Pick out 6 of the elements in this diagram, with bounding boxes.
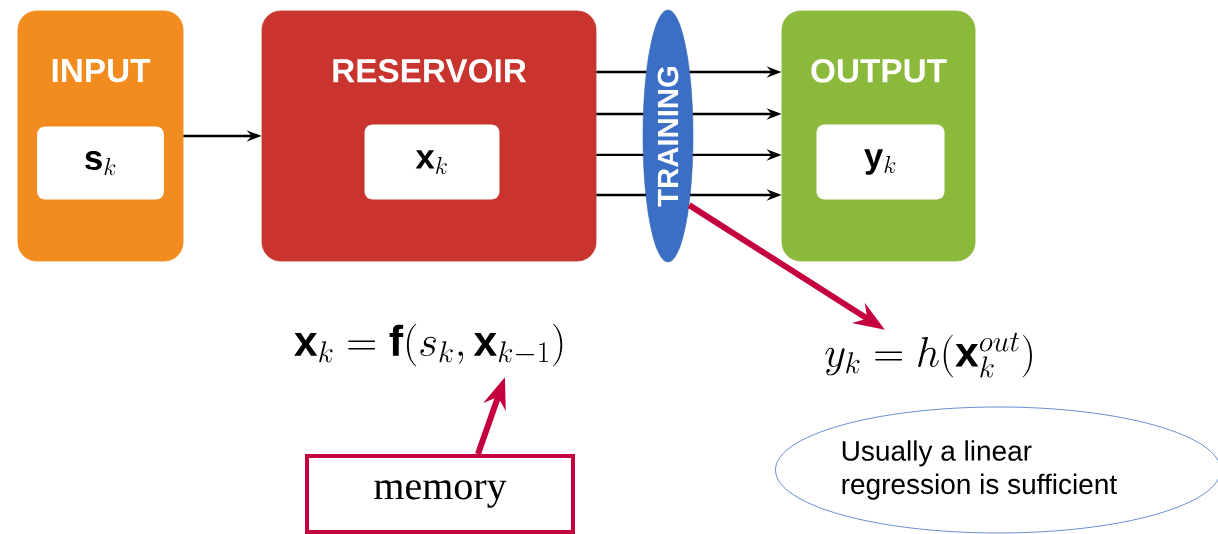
state-box: $\mathbf{x}_k$ xyxy=(364,124,500,200)
state-box: $\mathbf{s}_k$ xyxy=(37,126,164,200)
state-box: $\mathbf{y}_k$ xyxy=(816,124,945,200)
equation: $y_k = h(\mathbf{x}_k^{out})$ xyxy=(825,332,1032,378)
equation: $\mathbf{x}_k = \mathbf{f}(s_k, \mathbf{x}_{k-1})$ xyxy=(294,323,563,367)
memory-box: memory xyxy=(305,454,575,534)
